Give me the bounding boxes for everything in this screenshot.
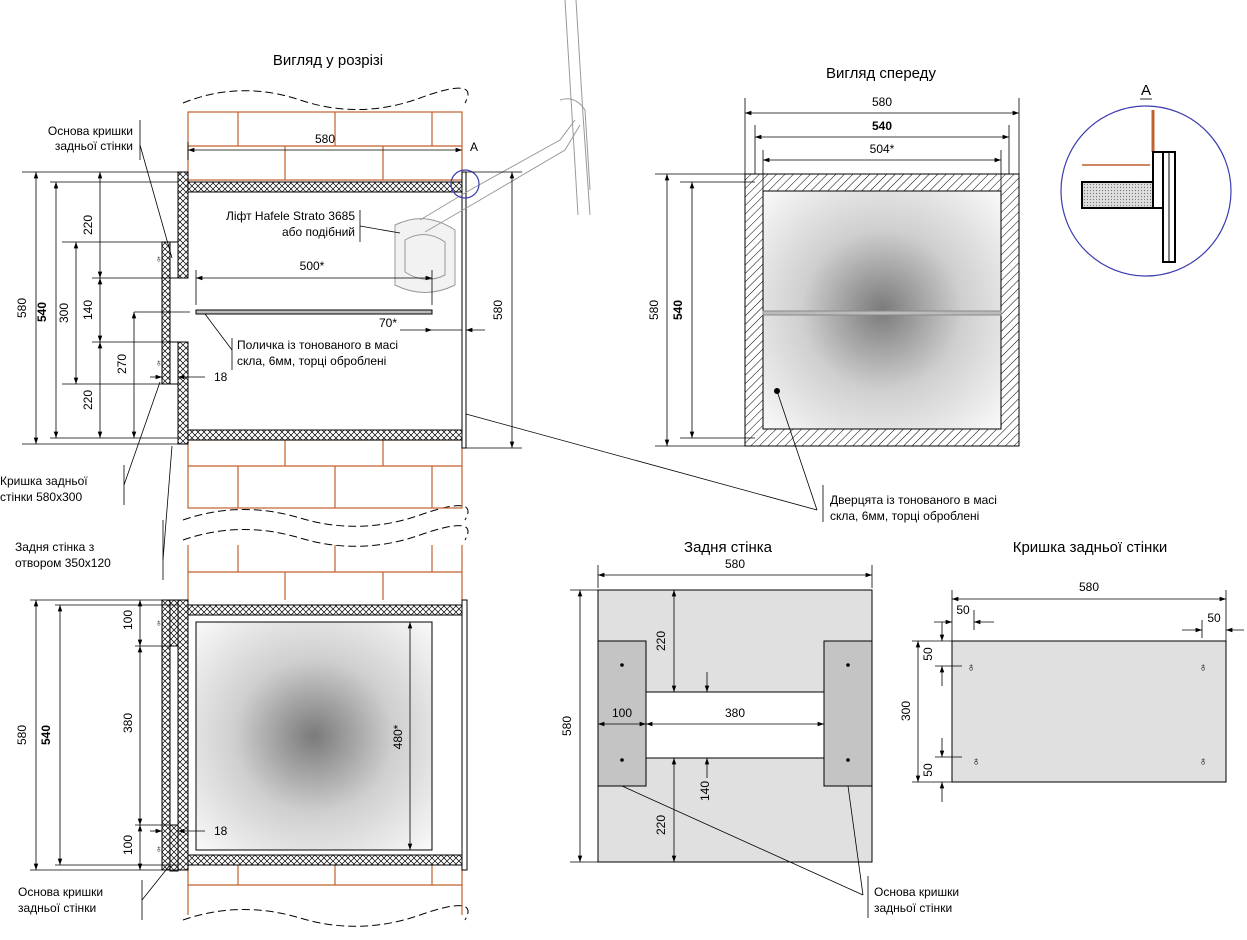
dim-back-wall-220-top: 220 — [654, 631, 668, 651]
dim-back-wall-140: 140 — [698, 781, 712, 801]
dim-back-cover-50-left: 50 — [956, 603, 970, 617]
dim-plan-100-top: 100 — [121, 610, 135, 630]
back-wall-title: Задня стінка — [684, 539, 773, 556]
plan-back-panel — [177, 599, 189, 871]
dim-plan-540: 540 — [39, 725, 53, 745]
dim-plan-380: 380 — [121, 713, 135, 733]
glass-door-section — [461, 171, 467, 449]
brick-wall-plan — [187, 545, 463, 915]
dim-door-height-580: 580 — [491, 300, 505, 320]
detail-a-marker — [450, 169, 480, 199]
label-lift-line2: або подібний — [282, 225, 355, 239]
section-view-title: Вигляд у розрізі — [273, 52, 383, 69]
dim-back-wall-580: 580 — [725, 557, 745, 571]
detail-a-marker-label: А — [470, 140, 478, 154]
back-panel-upper — [177, 171, 189, 279]
label-door-line2: скла, 6мм, торці оброблені — [830, 509, 979, 523]
top-panel — [187, 181, 463, 193]
dim-back-wall-220-bottom: 220 — [654, 815, 668, 835]
label-back-wall-line1: Задня стінка з — [15, 540, 95, 554]
dim-hole-140: 140 — [81, 300, 95, 320]
dim-section-height-540: 540 — [35, 302, 49, 322]
label-door-line1: Дверцята із тонованого в масі — [830, 493, 997, 507]
back-cover-panel-drawing — [951, 640, 1227, 783]
dim-plan-480: 480* — [391, 724, 405, 749]
front-glass-door — [762, 190, 1002, 430]
bottom-panel — [187, 429, 463, 441]
dim-door-gap: 70* — [379, 316, 397, 330]
label-plan-cover-base-line2: задньої стінки — [18, 901, 96, 915]
dim-back-wall-100: 100 — [612, 706, 632, 720]
dim-section-18: 18 — [214, 370, 228, 384]
label-plan-cover-base-line1: Основа кришки — [18, 885, 103, 899]
hanger-icon: ♁ — [155, 844, 163, 855]
back-cover-panel — [161, 241, 171, 385]
label-shelf-line1: Поличка із тонованого в масі — [237, 338, 398, 352]
dim-plan-18: 18 — [214, 824, 228, 838]
back-wall-opening — [645, 691, 825, 759]
front-shelf-line — [762, 310, 1002, 316]
dim-front-left-580: 580 — [647, 300, 661, 320]
dim-front-580: 580 — [872, 95, 892, 109]
dim-section-height-580: 580 — [15, 298, 29, 318]
label-cover-base-line1: Основа кришки — [48, 124, 133, 138]
keyhole-icon: ♁ — [1199, 660, 1208, 674]
dim-back-cover-50-bottom: 50 — [921, 763, 935, 777]
dim-front-504: 504* — [870, 142, 895, 156]
plan-view: 580 540 100 380 100 480* 18 ♁ ♁ Задня ст… — [15, 445, 469, 927]
dim-back-cover-300: 300 — [899, 701, 913, 721]
brick-wall-top — [187, 111, 463, 181]
dim-front-540: 540 — [872, 119, 892, 133]
plan-door — [461, 599, 468, 871]
detail-a-title: А — [1141, 82, 1151, 99]
label-cover-line2: стінки 580х300 — [0, 490, 82, 504]
dim-section-width: 580 — [315, 132, 335, 146]
cover-base-right — [823, 640, 873, 787]
dim-plan-100-bottom: 100 — [121, 835, 135, 855]
dim-lower-220: 220 — [81, 390, 95, 410]
dim-plan-580: 580 — [15, 725, 29, 745]
label-lift-line1: Ліфт Hafele Strato 3685 — [226, 209, 355, 223]
dim-back-wall-380: 380 — [725, 706, 745, 720]
front-view: 580 540 504* 580 540 Дверцята із тонован… — [465, 95, 1020, 523]
keyhole-icon: ♁ — [967, 660, 976, 674]
back-wall-drawing: 580 580 220 100 380 140 220 Основа кришк… — [560, 557, 959, 918]
dim-shelf-height-270: 270 — [115, 354, 129, 374]
brick-wall-bottom — [187, 439, 463, 509]
label-shelf-line2: скла, 6мм, торці оброблені — [237, 354, 386, 368]
dim-upper-220: 220 — [81, 215, 95, 235]
hanger-icon: ♁ — [155, 618, 163, 629]
back-cover-title: Кришка задньої стінки — [1013, 539, 1168, 556]
label-cover-base-line2: задньої стінки — [55, 139, 133, 153]
dim-back-cover-50-right: 50 — [1207, 611, 1221, 625]
plan-glass-shelf — [195, 621, 433, 851]
plan-top-panel — [187, 604, 463, 616]
label-back-wall-line2: отвором 350х120 — [15, 556, 111, 570]
dim-front-left-540: 540 — [671, 300, 685, 320]
plan-cover-panel — [161, 599, 171, 871]
label-back-wall-cover-base-line2: задньої стінки — [874, 901, 952, 915]
label-back-wall-cover-base-line1: Основа кришки — [874, 885, 959, 899]
dim-back-cover-580: 580 — [1079, 580, 1099, 594]
detail-a: А — [1060, 82, 1232, 277]
lift-mechanism — [394, 0, 591, 293]
section-view: А 580 500* 70* 580 540 300 220 140 — [0, 0, 591, 527]
back-panel-lower — [177, 341, 189, 445]
dim-back-cover-50-top: 50 — [921, 647, 935, 661]
keyhole-icon: ♁ — [972, 754, 981, 768]
front-view-title: Вигляд спереду — [826, 65, 936, 82]
dim-back-wall-left-580: 580 — [560, 716, 574, 736]
hanger-icon: ♁ — [155, 358, 163, 369]
plan-bottom-panel — [187, 854, 463, 866]
dim-cover-height-300: 300 — [57, 303, 71, 323]
keyhole-icon: ♁ — [1199, 754, 1208, 768]
hanger-icon: ♁ — [155, 254, 163, 265]
back-cover-drawing: ♁ ♁ ♁ ♁ 580 50 50 300 50 50 — [899, 580, 1244, 802]
glass-shelf — [195, 309, 433, 315]
dim-shelf-length: 500* — [300, 259, 325, 273]
label-cover-line1: Кришка задньої — [0, 474, 88, 488]
